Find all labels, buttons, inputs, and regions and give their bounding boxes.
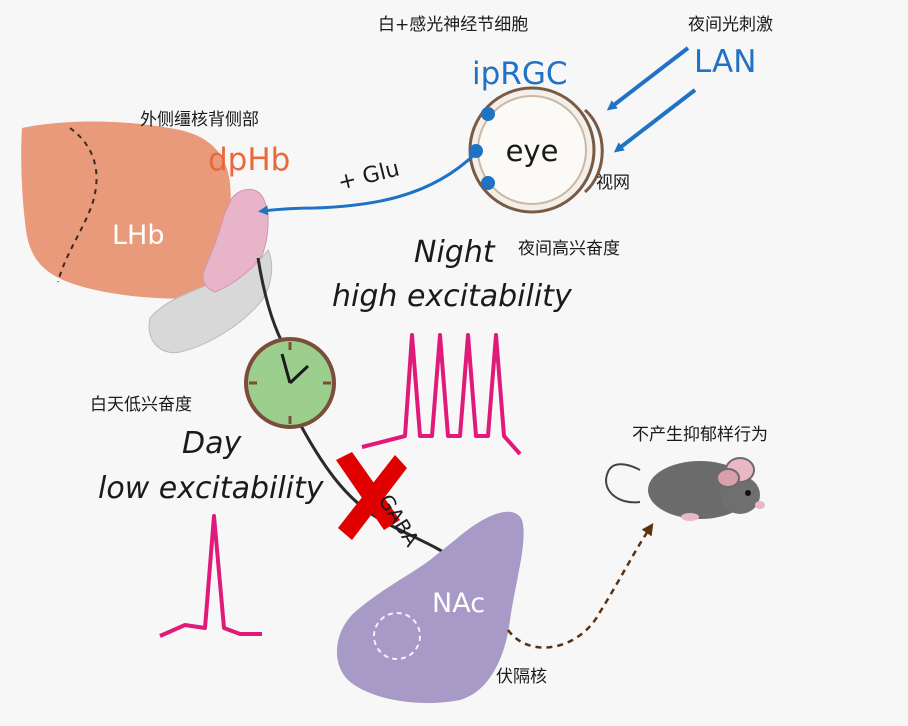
lan-label: LAN: [694, 44, 756, 80]
dphb-label: dpHb: [208, 142, 290, 178]
lan-cn-label: 夜间光刺激: [688, 15, 773, 35]
night-excitability-label: high excitability: [332, 279, 573, 314]
nac-to-mouse-path: [506, 523, 654, 649]
lan-arrow-1: [606, 46, 690, 111]
nac-label: NAc: [432, 588, 485, 619]
glu-label: + Glu: [335, 156, 402, 195]
day-spike-trace: [159, 514, 262, 638]
dphb-region: [202, 189, 269, 293]
night-spike-trace: [361, 333, 522, 456]
nac-dashed-circle: [373, 612, 421, 660]
lhb-label: LHb: [112, 220, 164, 251]
clock-icon: [244, 337, 336, 429]
day-label: Day: [182, 426, 242, 461]
day-excitability-label: low excitability: [98, 471, 325, 506]
mouse-cn-label: 不产生抑郁样行为: [632, 425, 768, 445]
day-cn-label: 白天低兴奋度: [90, 395, 192, 415]
eye-icon: [468, 86, 604, 214]
dphb-cn-label: 外侧缰核背侧部: [140, 110, 259, 130]
eye-label: eye: [506, 134, 559, 168]
night-label: Night: [414, 235, 496, 270]
night-cn-label: 夜间高兴奋度: [518, 239, 620, 259]
glu-projection-arrow: [258, 151, 478, 216]
lhb-region: [21, 121, 231, 299]
iprgc-cn-label: 白+感光神经节细胞: [378, 15, 528, 35]
iprgc-label: ipRGC: [472, 56, 568, 92]
lan-arrow-2: [613, 88, 697, 153]
mouse-icon: [605, 457, 765, 521]
cross-icon: [336, 452, 407, 540]
nac-cn-label: 伏隔核: [496, 667, 547, 687]
retina-cn-label: 视网: [596, 173, 630, 193]
lhb-output-path: [256, 257, 284, 343]
